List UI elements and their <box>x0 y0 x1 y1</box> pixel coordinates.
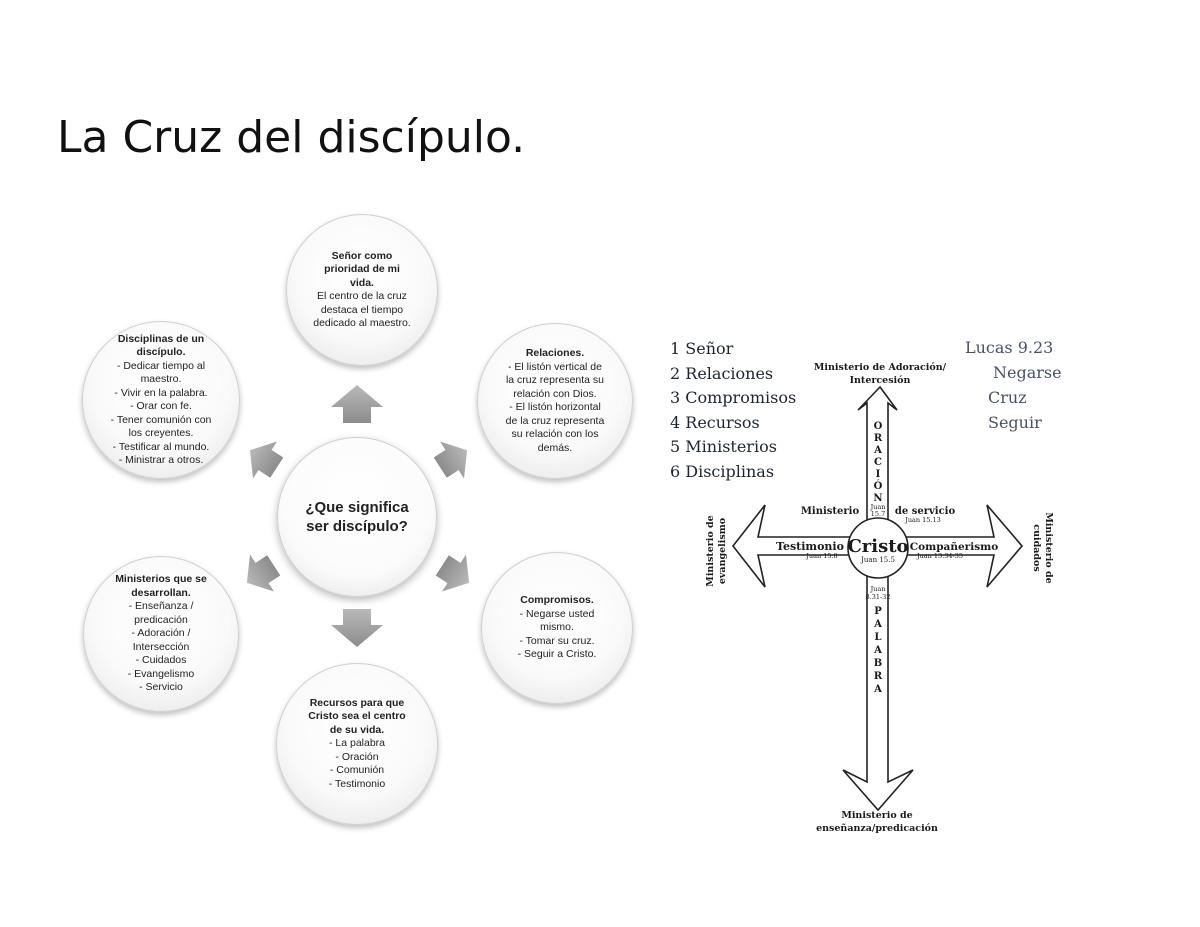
node-line: - Enseñanza / <box>128 600 194 613</box>
node-line: su relación con los <box>511 428 599 440</box>
node-line: demás. <box>537 441 573 454</box>
node-heading: prioridad de mi <box>324 263 400 275</box>
node-line: El centro de la cruz <box>317 290 407 302</box>
node-heading: Disciplinas de un <box>117 332 205 345</box>
node-line: - Ministrar a otros. <box>118 454 204 466</box>
arrow-up-icon <box>331 385 383 423</box>
arrow-down-left-icon <box>246 554 281 592</box>
node-line: - Servicio <box>139 681 183 694</box>
node-line: - El listón horizontal <box>509 401 601 413</box>
node-heading: Señor como <box>331 249 393 262</box>
node-line: - Oración <box>335 750 379 763</box>
node-ministerios: Ministerios que se desarrollan. - Enseña… <box>83 556 239 712</box>
node-line: - Evangelismo <box>127 667 195 680</box>
node-line: maestro. <box>140 373 182 385</box>
arrow-down-icon <box>331 609 383 647</box>
node-relaciones: Relaciones. - El listón vertical de la c… <box>477 323 633 479</box>
node-line: - El listón vertical de <box>508 360 602 373</box>
node-line: - Cuidados <box>135 654 187 667</box>
node-line: - Testimonio <box>328 777 386 790</box>
node-line: - Dedicar tiempo al <box>116 359 206 372</box>
center-line-1: ¿Que significa <box>305 499 409 516</box>
node-line: - Testificar al mundo. <box>112 440 210 453</box>
node-heading: Compromisos. <box>520 594 594 607</box>
node-line: relación con Dios. <box>513 387 597 400</box>
luke-word: Cruz <box>988 388 1027 407</box>
arrow-up-right-icon <box>433 441 468 479</box>
legend-item: 2 Relaciones <box>670 363 774 383</box>
node-line: - Comunión <box>329 764 385 777</box>
node-line: Intersección <box>132 640 190 653</box>
node-heading: desarrollan. <box>131 586 191 599</box>
node-line: - Tomar su cruz. <box>519 634 595 647</box>
luke-word: Negarse <box>993 363 1062 382</box>
node-heading: Recursos para que <box>309 696 405 709</box>
slide-title: La Cruz del discípulo. <box>57 112 526 163</box>
node-line: destaca el tiempo <box>320 303 404 316</box>
node-disciplinas: Disciplinas de un discípulo. - Dedicar t… <box>82 321 240 479</box>
node-heading: Ministerios que se <box>115 573 207 586</box>
legend-item: 5 Ministerios <box>670 437 777 457</box>
legend-item: 3 Compromisos <box>670 388 797 408</box>
node-line: los creyentes. <box>128 427 194 439</box>
node-line: la cruz representa su <box>505 374 605 386</box>
node-line: de la cruz representa <box>505 414 605 427</box>
node-heading: vida. <box>350 276 374 289</box>
node-senor: Señor como prioridad de mi vida. El cent… <box>286 214 438 366</box>
node-line: - La palabra <box>328 737 386 750</box>
node-heading: de su vida. <box>329 723 385 736</box>
center-line-2: ser discípulo? <box>306 518 408 535</box>
node-compromisos: Compromisos. - Negarse usted mismo. - To… <box>481 552 633 704</box>
arrow-down-right-icon <box>435 554 470 592</box>
node-line: - Tener comunión con <box>110 413 212 426</box>
legend-item: 6 Disciplinas <box>670 461 775 481</box>
node-line: mismo. <box>540 621 574 634</box>
center-node: ¿Que significa ser discípulo? <box>277 437 437 597</box>
legend-item: 1 Señor <box>670 339 734 358</box>
cross-legend: 1 Señor 2 Relaciones 3 Compromisos 4 Rec… <box>670 337 796 485</box>
node-line: dedicado al maestro. <box>313 317 411 329</box>
legend-item: 4 Recursos <box>670 412 760 432</box>
node-line: - Negarse usted <box>519 607 595 620</box>
node-line: - Adoración / <box>131 627 191 640</box>
node-line: - Orar con fe. <box>130 400 192 412</box>
node-line: - Seguir a Cristo. <box>517 648 597 661</box>
arrow-up-left-icon <box>249 441 284 479</box>
node-heading: discípulo. <box>136 346 186 358</box>
node-heading: Relaciones. <box>525 347 585 359</box>
node-heading: Cristo sea el centro <box>308 710 406 723</box>
node-line: predicación <box>134 613 188 626</box>
luke-reference: Lucas 9.23 <box>965 338 1054 357</box>
luke-word: Seguir <box>988 413 1042 432</box>
node-recursos: Recursos para que Cristo sea el centro d… <box>276 663 438 825</box>
node-line: - Vivir en la palabra. <box>114 386 208 399</box>
